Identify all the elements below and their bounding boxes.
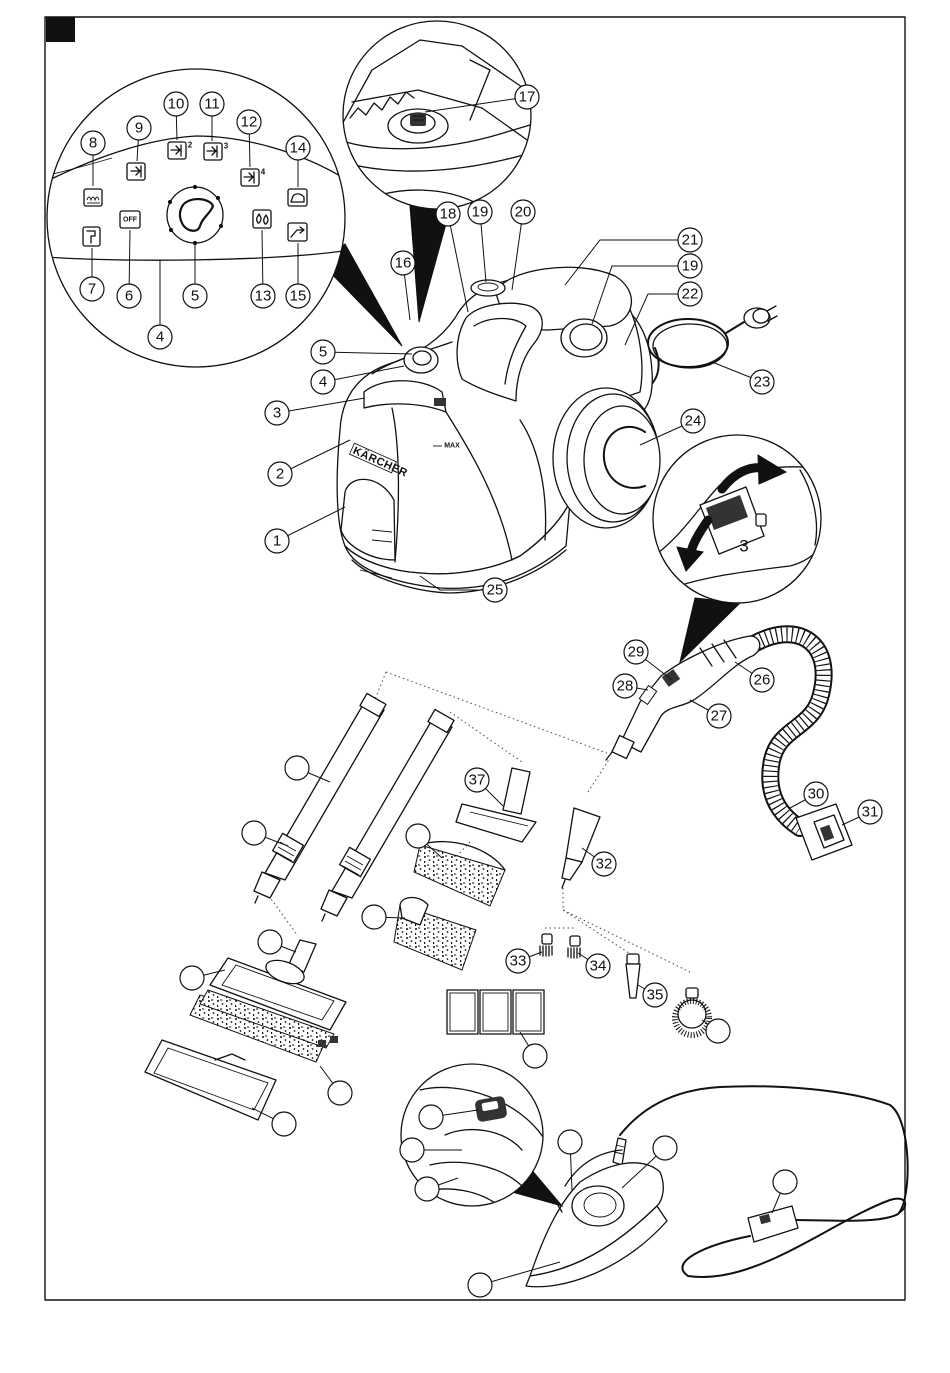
mains-plug <box>744 306 777 328</box>
svg-text:6: 6 <box>125 288 133 305</box>
svg-text:22: 22 <box>682 286 699 303</box>
svg-text:14: 14 <box>290 140 307 157</box>
svg-text:20: 20 <box>515 204 532 221</box>
callout-unnumbered <box>702 1019 730 1043</box>
svg-text:17: 17 <box>519 89 536 106</box>
svg-text:12: 12 <box>241 114 258 131</box>
svg-text:24: 24 <box>685 413 702 430</box>
svg-text:37: 37 <box>469 772 486 789</box>
svg-text:33: 33 <box>510 953 527 970</box>
off-icon: OFF <box>120 211 140 228</box>
microfibre-cloths <box>447 990 544 1034</box>
svg-text:29: 29 <box>628 644 645 661</box>
steam-output-icon <box>84 189 102 206</box>
power-cable-coil <box>648 319 728 367</box>
round-brush-small-1 <box>540 934 552 956</box>
callout-19-top: 19 <box>468 200 492 282</box>
callout-34: 34 <box>578 953 610 978</box>
water-drops-icon <box>253 210 271 228</box>
round-brush-large <box>675 988 709 1035</box>
svg-text:9: 9 <box>135 120 143 137</box>
svg-text:15: 15 <box>290 288 307 305</box>
svg-text:21: 21 <box>682 232 699 249</box>
callout-32: 32 <box>582 848 616 876</box>
svg-text:4: 4 <box>261 168 266 177</box>
callout-35: 35 <box>638 983 667 1007</box>
svg-text:27: 27 <box>711 708 728 725</box>
callout-29: 29 <box>624 640 672 680</box>
svg-text:10: 10 <box>168 96 185 113</box>
callout-5-body: 5 <box>311 340 412 364</box>
callout-27: 27 <box>690 700 731 728</box>
svg-text:11: 11 <box>204 96 220 113</box>
extension-tube-2 <box>321 709 454 921</box>
steam-gun-icon <box>83 227 100 246</box>
callout-unnumbered <box>558 1130 582 1190</box>
svg-text:4: 4 <box>156 329 164 346</box>
svg-text:19: 19 <box>682 258 699 275</box>
svg-text:30: 30 <box>808 786 825 803</box>
iron-icon <box>288 189 307 206</box>
svg-text:25: 25 <box>487 582 504 599</box>
callout-23: 23 <box>712 362 774 394</box>
svg-text:31: 31 <box>862 804 879 821</box>
svg-text:5: 5 <box>319 344 327 361</box>
svg-text:28: 28 <box>617 678 634 695</box>
svg-text:19: 19 <box>472 204 489 221</box>
svg-text:1: 1 <box>273 533 281 550</box>
hand-brush-pad <box>394 898 476 971</box>
steam-regulator-knob <box>167 185 223 244</box>
callout-33: 33 <box>506 949 542 973</box>
svg-text:26: 26 <box>754 672 771 689</box>
rinse-icon <box>288 223 307 241</box>
svg-text:34: 34 <box>590 958 607 975</box>
svg-text:5: 5 <box>191 288 199 305</box>
svg-text:3: 3 <box>224 142 229 151</box>
switch-level-label: 3 <box>739 537 748 556</box>
callout-unnumbered <box>520 1032 547 1068</box>
svg-text:32: 32 <box>596 856 613 873</box>
terry-cover <box>414 842 505 906</box>
callout-31: 31 <box>842 800 882 825</box>
callout-unnumbered <box>258 930 296 954</box>
svg-text:2: 2 <box>276 466 284 483</box>
nozzle-tray <box>145 1040 276 1120</box>
svg-text:18: 18 <box>440 206 457 223</box>
steam-hose <box>752 634 852 860</box>
svg-text:3: 3 <box>273 405 281 422</box>
hose-connector-plug <box>796 804 852 860</box>
callout-18: 18 <box>436 202 468 312</box>
callout-37: 37 <box>465 768 503 806</box>
svg-text:35: 35 <box>647 987 664 1004</box>
steam-switch-zoom: 3 <box>648 435 832 662</box>
callout-16: 16 <box>391 251 415 320</box>
callout-26: 26 <box>735 662 774 692</box>
svg-text:16: 16 <box>395 255 412 272</box>
callout-1: 1 <box>265 507 345 553</box>
callout-unnumbered <box>772 1170 797 1213</box>
detail-nozzle <box>562 808 600 888</box>
section-badge <box>46 17 75 42</box>
svg-text:4: 4 <box>319 374 327 391</box>
svg-text:8: 8 <box>89 135 97 152</box>
svg-text:2: 2 <box>188 141 193 150</box>
power-nozzle <box>626 954 640 998</box>
callout-unnumbered <box>320 1066 352 1105</box>
svg-text:23: 23 <box>754 374 771 391</box>
wheel <box>553 388 660 528</box>
svg-text:13: 13 <box>255 288 272 305</box>
steam-level-1-icon <box>127 163 145 180</box>
svg-text:OFF: OFF <box>123 217 138 224</box>
round-brush-small-2 <box>568 936 580 958</box>
max-fill-mark: MAX <box>444 443 460 450</box>
svg-text:7: 7 <box>88 281 96 298</box>
steam-iron <box>526 1086 908 1286</box>
callout-30: 30 <box>790 782 828 808</box>
filler-valve-zoom <box>340 21 540 322</box>
